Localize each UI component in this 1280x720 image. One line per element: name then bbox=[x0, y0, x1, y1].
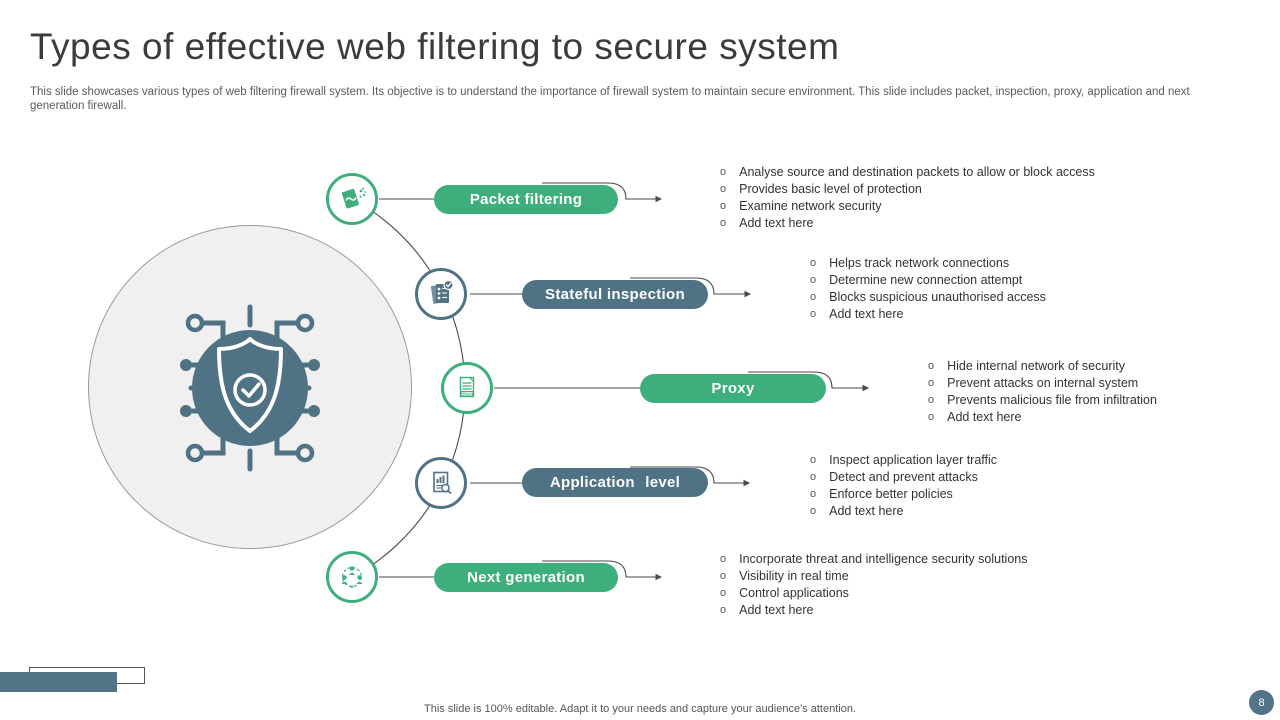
bullet-item: Examine network security bbox=[720, 198, 1095, 215]
application-level-bullets: Inspect application layer traffic Detect… bbox=[810, 452, 997, 520]
bullet-item: Add text here bbox=[928, 409, 1157, 426]
branch-label-application-level: Application level bbox=[522, 468, 708, 497]
bullet-item: Determine new connection attempt bbox=[810, 272, 1046, 289]
checklist-icon bbox=[415, 268, 467, 320]
bullet-item: Prevent attacks on internal system bbox=[928, 375, 1157, 392]
branch-label-stateful-inspection: Stateful inspection bbox=[522, 280, 708, 309]
page-number-badge: 8 bbox=[1249, 690, 1274, 715]
proxy-document-icon: PROXY bbox=[441, 362, 493, 414]
page-title: Types of effective web filtering to secu… bbox=[30, 26, 840, 67]
packet-filter-icon bbox=[326, 173, 378, 225]
editable-note: This slide is 100% editable. Adapt it to… bbox=[424, 703, 856, 715]
packet-filtering-bullets: Analyse source and destination packets t… bbox=[720, 164, 1095, 232]
people-sync-icon bbox=[326, 551, 378, 603]
bullet-item: Add text here bbox=[720, 602, 1028, 619]
stateful-inspection-bullets: Helps track network connections Determin… bbox=[810, 255, 1046, 323]
bullet-item: Add text here bbox=[810, 503, 997, 520]
proxy-bullets: Hide internal network of security Preven… bbox=[928, 358, 1157, 426]
bullet-item: Control applications bbox=[720, 585, 1028, 602]
bullet-item: Add text here bbox=[810, 306, 1046, 323]
bullet-item: Enforce better policies bbox=[810, 486, 997, 503]
bullet-item: Visibility in real time bbox=[720, 568, 1028, 585]
bullet-item: Blocks suspicious unauthorised access bbox=[810, 289, 1046, 306]
bullet-item: Helps track network connections bbox=[810, 255, 1046, 272]
branch-label-next-generation: Next generation bbox=[434, 563, 618, 592]
footer-accent-bar bbox=[0, 672, 117, 692]
branch-label-proxy: Proxy bbox=[640, 374, 826, 403]
bullet-item: Provides basic level of protection bbox=[720, 181, 1095, 198]
bullet-item: Prevents malicious file from infiltratio… bbox=[928, 392, 1157, 409]
bullet-item: Incorporate threat and intelligence secu… bbox=[720, 551, 1027, 568]
bullet-item: Hide internal network of security bbox=[928, 358, 1157, 375]
bullet-item: Add text here bbox=[720, 215, 1095, 232]
svg-text:PROXY: PROXY bbox=[461, 392, 474, 396]
bullet-item: Detect and prevent attacks bbox=[810, 469, 997, 486]
next-generation-bullets: Incorporate threat and intelligence secu… bbox=[720, 551, 1028, 619]
branch-label-packet-filtering: Packet filtering bbox=[434, 185, 618, 214]
slide-description: This slide showcases various types of we… bbox=[30, 86, 1190, 112]
shield-circuit-icon bbox=[180, 304, 320, 472]
bullet-item: Analyse source and destination packets t… bbox=[720, 164, 1095, 181]
bullet-item: Inspect application layer traffic bbox=[810, 452, 997, 469]
app-analysis-icon bbox=[415, 457, 467, 509]
